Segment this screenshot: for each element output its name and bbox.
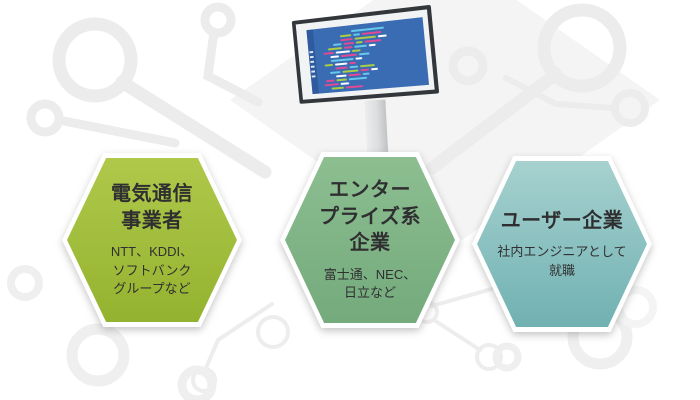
hexagon-enterprise-companies: エンター プライズ系 企業 富士通、NEC、 日立など [280, 152, 460, 328]
hexagon-user-companies: ユーザー企業 社内エンジニアとして 就職 [472, 156, 652, 332]
hexagon-telecom-carriers: 電気通信 事業者 NTT、KDDI、 ソフトバンク グループなど [62, 153, 242, 327]
hexagon-subtitle: 富士通、NEC、 日立など [323, 266, 417, 301]
monitor-frame [291, 4, 440, 104]
hexagon-border: ユーザー企業 社内エンジニアとして 就職 [472, 156, 652, 332]
monitor-bezel [295, 9, 435, 100]
hexagon-fill: 電気通信 事業者 NTT、KDDI、 ソフトバンク グループなど [67, 158, 237, 322]
hexagon-subtitle: NTT、KDDI、 ソフトバンク グループなど [110, 244, 194, 297]
hexagon-title: エンター プライズ系 企業 [319, 179, 421, 255]
circuit-nodes-top-right [425, 3, 649, 175]
hexagon-border: 電気通信 事業者 NTT、KDDI、 ソフトバンク グループなど [62, 153, 242, 327]
hexagon-title: ユーザー企業 [500, 209, 624, 232]
hexagon-fill: エンター プライズ系 企業 富士通、NEC、 日立など [285, 157, 455, 323]
code-editor-screen [306, 17, 430, 95]
code-lines [313, 17, 429, 93]
hexagon-subtitle: 社内エンジニアとして 就職 [497, 244, 627, 278]
hexagon-fill: ユーザー企業 社内エンジニアとして 就職 [477, 161, 647, 327]
circuit-nodes-top-left [26, 2, 272, 179]
hexagon-title: 電気通信 事業者 [111, 183, 193, 232]
circuit-traces-bottom [191, 280, 518, 393]
hexagon-border: エンター プライズ系 企業 富士通、NEC、 日立など [280, 152, 460, 328]
